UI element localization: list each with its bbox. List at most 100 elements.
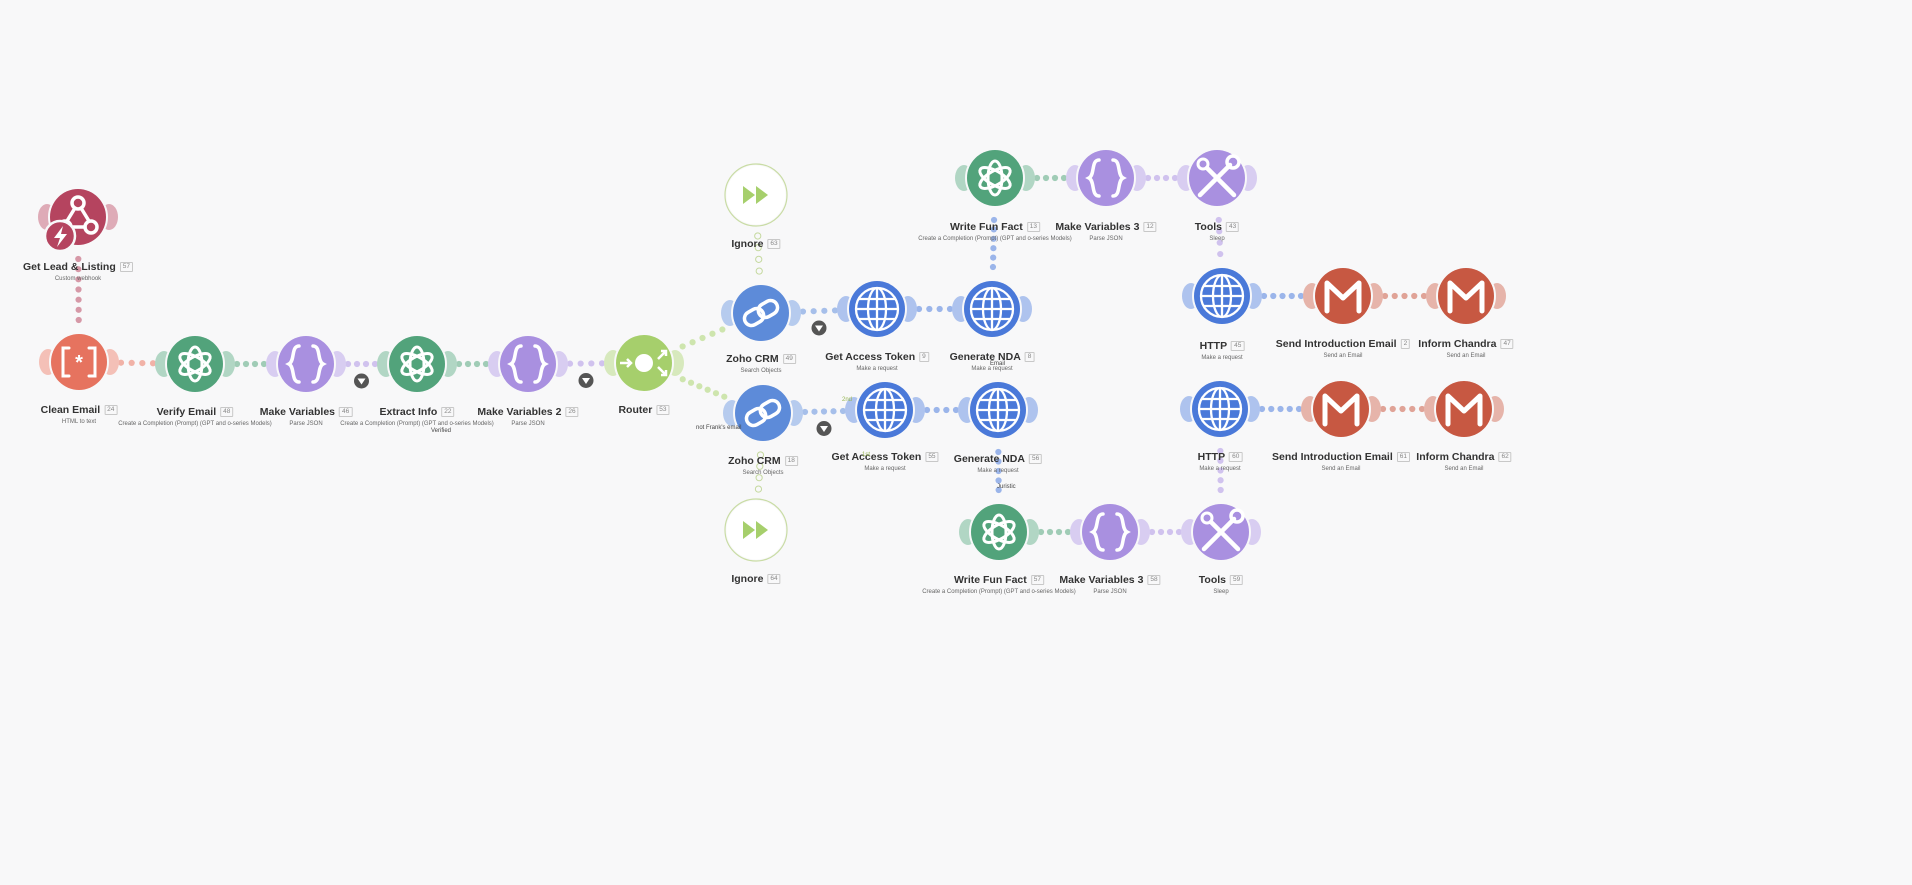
module-17[interactable] [723,383,803,443]
connection-dot [75,276,82,283]
module-10[interactable] [952,279,1032,339]
module-8[interactable] [721,283,801,343]
connection-dot [260,360,268,368]
module-5[interactable] [488,334,568,394]
module-15[interactable] [1303,266,1383,326]
module-22[interactable] [1424,379,1504,439]
funnel-icon[interactable] [816,421,832,436]
route-label[interactable]: Email [990,361,1006,367]
module-16[interactable] [1426,266,1506,326]
module-id-badge: 45 [1231,341,1245,351]
connection-dot [1051,174,1059,182]
funnel-icon[interactable] [578,373,594,388]
module-title: HTTP [1199,340,1228,352]
connection-dot [990,245,997,252]
route-label[interactable]: not Frank's email [696,425,742,431]
connection-dot [1409,405,1416,413]
connection-dot [1216,239,1223,246]
connection-dot [344,360,352,368]
module-2[interactable] [155,334,235,394]
connection-dot [1153,174,1161,182]
module-id-badge: 2 [1400,339,1411,349]
module-title: HTTP [1197,451,1226,463]
module-21[interactable] [1301,379,1381,439]
connection-dot [946,305,954,313]
module-14[interactable] [1182,266,1262,326]
modules [38,148,1506,562]
funnel-icon[interactable] [354,373,369,389]
route-label[interactable]: 1st [862,452,871,458]
module-9[interactable] [837,279,917,339]
module-7[interactable] [724,163,788,227]
module-title: Get Lead & Listing [23,261,116,273]
connection-dot [839,407,847,415]
module-title: Make Variables 2 [477,406,562,418]
module-id-badge: 8 [1024,352,1035,362]
connection-dot [1401,292,1408,300]
module-id-badge: 13 [1026,222,1040,232]
module-6[interactable] [604,333,684,393]
module-id-badge: 61 [1396,452,1410,462]
module-3[interactable] [266,334,346,394]
module-id-badge: 46 [339,407,353,417]
module-11[interactable] [955,148,1035,208]
module-26[interactable] [724,498,788,562]
route-label[interactable]: Verified [431,428,452,434]
module-subtitle: Parse JSON [511,421,545,427]
connection-dot [755,474,763,482]
route-label[interactable]: Juristic [997,484,1016,490]
module-12[interactable] [1066,148,1146,208]
module-18[interactable] [845,380,925,440]
module-4[interactable] [377,334,457,394]
funnel-icon[interactable] [811,320,827,336]
module-23[interactable] [959,502,1039,562]
module-id-badge: 43 [1226,222,1240,232]
connection-dot [933,406,940,414]
module-19[interactable] [958,380,1038,440]
module-id-badge: 57 [1030,575,1044,585]
module-25[interactable] [1181,502,1261,562]
connection-dot [990,226,997,233]
route-label[interactable]: 2nd [842,397,853,403]
connection-dot [704,386,711,393]
module-id-badge: 56 [1028,454,1043,464]
module-20[interactable] [1180,379,1260,439]
connection-dot [990,254,997,261]
connection-dot [75,255,82,263]
module-13[interactable] [1177,148,1257,208]
module-1[interactable] [39,332,119,392]
module-id-badge: 49 [782,354,796,364]
module-24[interactable] [1070,502,1150,562]
connection-dot [1391,292,1398,300]
connection-dot [1046,528,1054,536]
connection-dot [1260,292,1268,300]
